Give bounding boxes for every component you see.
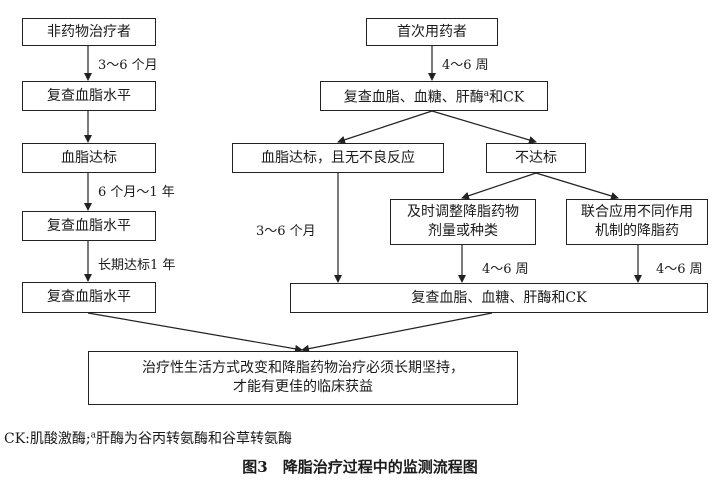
recheck-text: 复查血脂、血糖、肝酶 [343,89,484,106]
label-left-interval-3: 长期达标1 年 [98,258,176,273]
label-left-interval-2: 6 个月～1 年 [98,185,175,200]
box-left-recheck-3: 复查血脂水平 [22,282,156,313]
footnote-sup: a [90,430,96,441]
box-conclusion: 治疗性生活方式改变和降脂药物治疗必须长期坚持， 才能有更佳的临床获益 [88,351,518,405]
box-right-recheck-final: 复查血脂、血糖、肝酶和CK [290,283,708,313]
label-adjust-interval: 4～6 周 [482,262,529,277]
box-met-no-adverse: 血脂达标，且无不良反应 [232,143,444,173]
box-first-medication: 首次用药者 [366,18,498,46]
figure-caption: 图3 降脂治疗过程中的监测流程图 [0,456,720,477]
box-left-recheck-1: 复查血脂水平 [22,81,156,111]
arrow-to-adjust [461,172,537,200]
box-right-recheck-1: 复查血脂、血糖、肝酶a和CK [320,81,548,111]
recheck-text-ck: 和CK [489,89,525,106]
label-right-interval-1: 4～6 周 [442,58,489,73]
box-not-met: 不达标 [486,143,586,173]
arrow-left-to-conclusion [87,312,303,353]
box-left-recheck-2: 复查血脂水平 [22,211,156,241]
arrow-final-to-conclusion [301,312,493,353]
label-combine-interval: 4～6 周 [656,262,703,277]
box-adjust-drug: 及时调整降脂药物 剂量或种类 [390,199,536,245]
arrow-to-combine [535,172,619,200]
label-left-interval-1: 3～6 个月 [98,58,158,73]
footnote-marker: a [483,88,490,99]
arrow-branch-met [337,110,433,144]
figure-number: 图3 [242,458,268,476]
box-left-target-met: 血脂达标 [22,143,156,173]
footnote: CK:肌酸激酶;a肝酶为谷丙转氨酶和谷草转氨酶 [4,430,292,447]
box-combine-drugs: 联合应用不同作用 机制的降脂药 [566,199,708,245]
arrow-branch-not-met [431,110,537,144]
label-met-interval: 3～6 个月 [256,224,316,239]
box-non-drug-patients: 非药物治疗者 [22,18,156,46]
figure-title: 降脂治疗过程中的监测流程图 [282,458,478,476]
